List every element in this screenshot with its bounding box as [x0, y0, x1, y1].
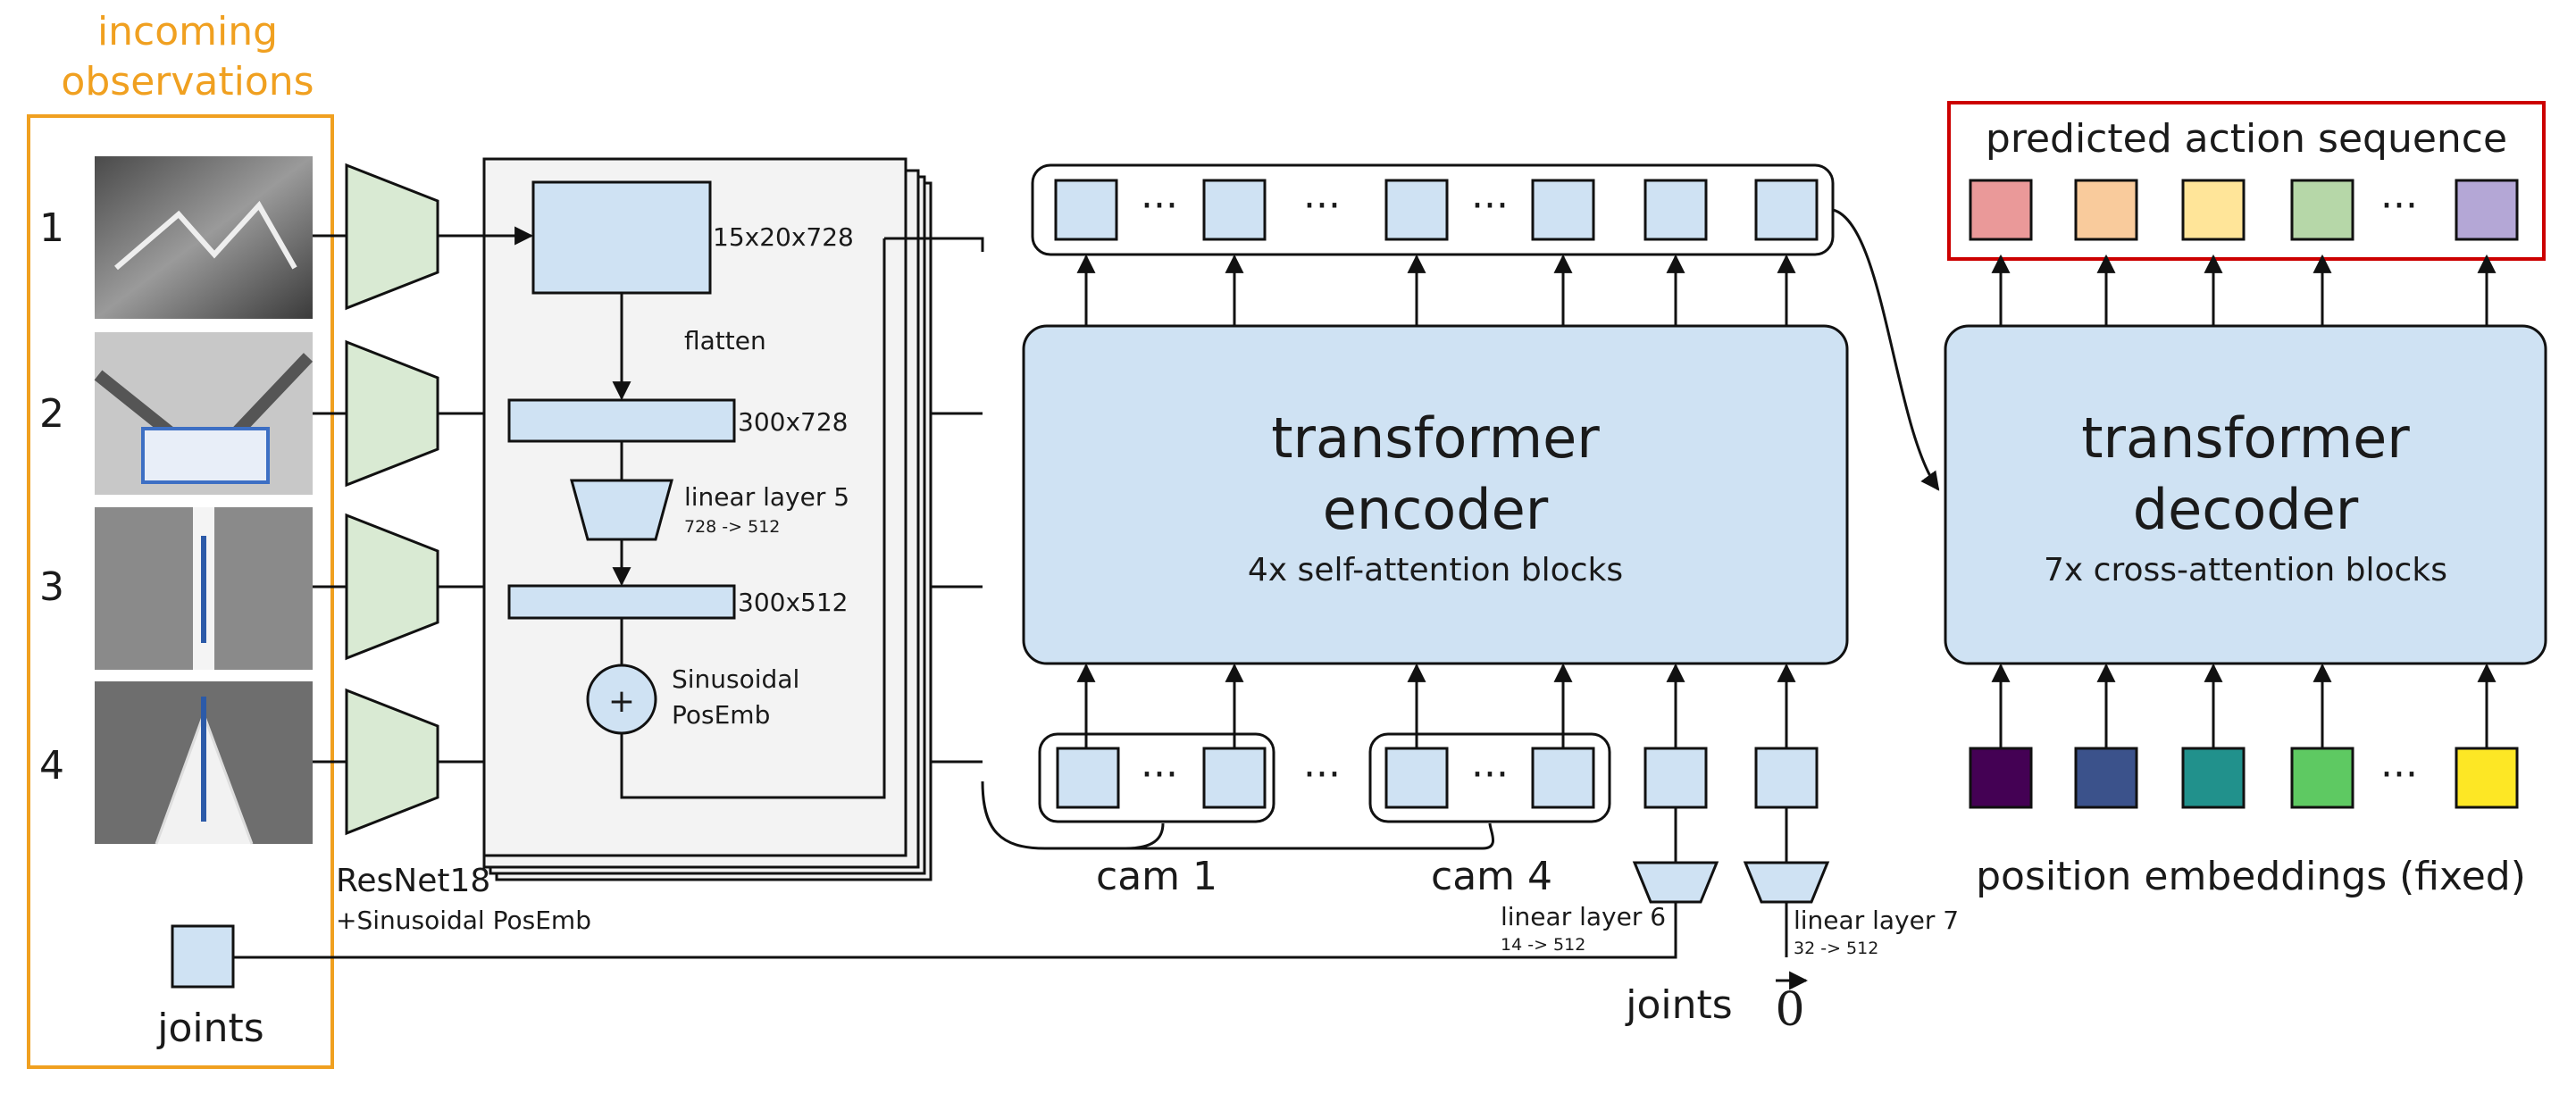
joints-input-token	[171, 924, 235, 989]
posemb-label-line2: PosEmb	[672, 700, 770, 730]
transformer-encoder-block	[1022, 324, 1849, 665]
ellipsis: ···	[1141, 752, 1178, 797]
cam1-token	[1202, 747, 1267, 809]
posemb-label-line1: Sinusoidal	[672, 664, 799, 694]
encoder-output-token	[1202, 179, 1267, 241]
cam1-token	[1056, 747, 1120, 809]
encoder-title-line2: encoder	[1323, 477, 1549, 542]
cam4-token	[1531, 747, 1595, 809]
flat-dims-label: 300x728	[738, 407, 848, 437]
encoder-output-token	[1531, 179, 1595, 241]
decoder-title-line2: decoder	[2133, 477, 2359, 542]
ellipsis: ···	[1303, 752, 1341, 797]
feature-dims-label: 15x20x728	[713, 222, 854, 252]
action-token	[2074, 179, 2138, 241]
observations-title-line1: incoming	[97, 9, 278, 54]
proj-dims-label: 300x512	[738, 588, 848, 617]
position-embedding-token	[2290, 747, 2354, 809]
ellipsis: ···	[1471, 183, 1509, 229]
camera-number-3: 3	[39, 564, 64, 610]
linear7-label: linear layer 7	[1794, 906, 1959, 935]
camera-image-4	[95, 681, 313, 845]
encoder-output-token	[1643, 179, 1708, 241]
projected-tokens-block	[507, 584, 736, 620]
resnet-subtitle: +Sinusoidal PosEmb	[336, 906, 591, 935]
camera-image-2	[94, 332, 314, 495]
observations-title-line2: observations	[61, 59, 314, 104]
camera-number-1: 1	[39, 205, 64, 251]
action-token-row	[1969, 179, 2519, 241]
encoder-output-token	[1754, 179, 1819, 241]
cam1-label: cam 1	[1096, 854, 1217, 899]
camera-image-1	[95, 156, 313, 319]
encoder-title-line1: transformer	[1271, 405, 1600, 471]
linear-layer-7	[1743, 861, 1830, 904]
action-sequence-title: predicted action sequence	[1986, 116, 2507, 162]
linear-layer-5	[570, 479, 673, 541]
ellipsis: ···	[1471, 752, 1509, 797]
ellipsis: ···	[2380, 752, 2418, 797]
feature-map-block	[531, 180, 712, 295]
resnet-block-1	[345, 163, 439, 311]
action-token	[1969, 179, 2033, 241]
linear5-dims: 728 -> 512	[684, 517, 780, 537]
resnet-label: ResNet18	[336, 863, 490, 899]
ellipsis: ···	[1141, 183, 1178, 229]
linear-layer-6	[1632, 861, 1719, 904]
ellipsis: ···	[2380, 183, 2418, 229]
decoder-title-line1: transformer	[2081, 405, 2410, 471]
zero-token	[1754, 747, 1819, 809]
encoder-subtitle: 4x self-attention blocks	[1248, 552, 1623, 589]
linear7-dims: 32 -> 512	[1794, 939, 1878, 958]
action-token	[2455, 179, 2519, 241]
linear6-label: linear layer 6	[1501, 902, 1666, 931]
joints-encoder-label: joints	[1625, 982, 1732, 1028]
ellipsis: ···	[1303, 183, 1341, 229]
flattened-tokens-block	[507, 398, 736, 443]
camera-number-2: 2	[39, 391, 64, 437]
decoder-subtitle: 7x cross-attention blocks	[2044, 552, 2447, 589]
cam4-token	[1384, 747, 1449, 809]
position-embedding-token	[2455, 747, 2519, 809]
camera-number-4: 4	[39, 743, 64, 789]
transformer-decoder-block	[1944, 324, 2547, 665]
position-embeddings-label: position embeddings (fixed)	[1976, 854, 2526, 899]
linear5-label: linear layer 5	[684, 482, 849, 512]
resnet-block-3	[345, 513, 439, 661]
position-embedding-token	[1969, 747, 2033, 809]
resnet-block-4	[345, 688, 439, 836]
action-token	[2181, 179, 2246, 241]
resnet-block-2	[345, 339, 439, 488]
plus-symbol: +	[608, 683, 635, 720]
observations-frame	[27, 114, 334, 1069]
linear6-dims: 14 -> 512	[1501, 935, 1585, 955]
encoder-output-token	[1054, 179, 1118, 241]
action-token	[2290, 179, 2354, 241]
position-embedding-token	[2181, 747, 2246, 809]
cam4-label: cam 4	[1431, 854, 1552, 899]
zero-vector-label: 0	[1775, 983, 1804, 1037]
joints-token	[1643, 747, 1708, 809]
position-embedding-token	[2074, 747, 2138, 809]
flatten-label: flatten	[684, 326, 766, 355]
joints-input-label: joints	[156, 1006, 263, 1051]
camera-image-3	[95, 507, 313, 670]
position-embedding-row	[1969, 747, 2519, 809]
encoder-output-token	[1384, 179, 1449, 241]
action-sequence-frame	[1947, 101, 2546, 261]
